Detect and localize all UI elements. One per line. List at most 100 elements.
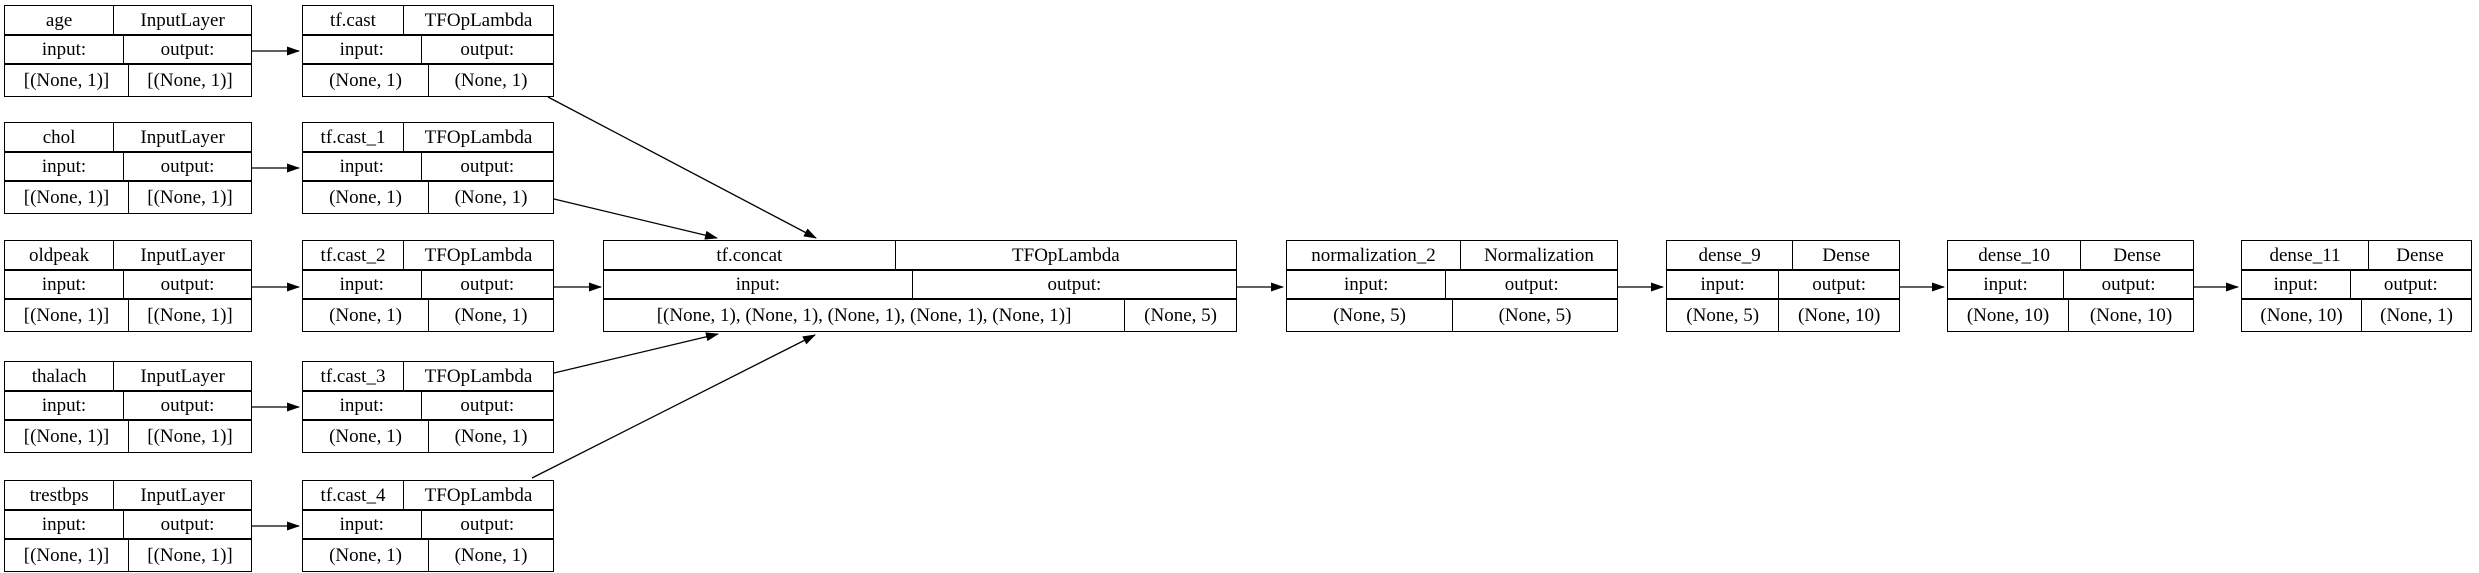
layer-type: TFOpLambda [894,241,1236,269]
input-label: input: [41,514,87,535]
layer-name: trestbps [29,484,89,506]
layer-type: Normalization [1459,241,1617,269]
output-label: output: [911,271,1236,298]
output-shape: [(None, 1)] [128,540,251,571]
output-shape: [(None, 1)] [128,182,251,213]
input-shape: (None, 1) [329,70,402,91]
output-label: output: [420,392,554,419]
layer-type: Dense [2080,241,2193,269]
layer-name: oldpeak [29,244,90,266]
layer-name: tf.cast_3 [320,365,386,387]
layer-name: tf.cast_2 [320,244,386,266]
output-label: output: [1445,271,1617,298]
input-label: input: [41,395,87,416]
output-shape: (None, 1) [428,65,553,96]
output-label: output: [123,153,251,180]
output-label: output: [123,271,251,298]
input-shape: (None, 5) [1333,305,1406,326]
output-label: output: [2063,271,2193,298]
layer-name: chol [42,126,76,148]
node-oldpeak: oldpeak InputLayer input: output: [(None… [4,240,252,332]
output-label: output: [420,511,554,538]
layer-name: dense_11 [2269,244,2341,266]
node-dense_10: dense_10 Dense input: output: (None, 10)… [1947,240,2194,332]
edge-tf_cast-to-tf_concat [547,96,817,239]
layer-name: age [45,9,73,31]
node-tf_cast_4: tf.cast_4 TFOpLambda input: output: (Non… [302,480,554,572]
layer-type: Dense [2367,241,2471,269]
input-label: input: [339,156,384,177]
node-tf_cast_1: tf.cast_1 TFOpLambda input: output: (Non… [302,122,554,214]
input-label: input: [339,274,384,295]
input-label: input: [339,39,384,60]
node-tf_concat: tf.concat TFOpLambda input: output: [(No… [603,240,1237,332]
layer-type: InputLayer [113,6,251,34]
input-label: input: [41,156,87,177]
output-shape: (None, 10) [2068,300,2193,331]
layer-type: TFOpLambda [403,362,553,390]
layer-type: TFOpLambda [403,123,553,151]
layer-type: InputLayer [113,123,251,151]
node-dense_9: dense_9 Dense input: output: (None, 5) (… [1666,240,1900,332]
output-label: output: [420,36,554,63]
layer-type: Dense [1792,241,1899,269]
output-shape: [(None, 1)] [128,65,251,96]
layer-type: TFOpLambda [403,6,553,34]
layer-type: InputLayer [113,481,251,509]
edge-tf_cast_1-to-tf_concat [553,198,718,240]
input-shape: (None, 1) [329,545,402,566]
edge-tf_cast_3-to-tf_concat [553,332,719,374]
output-label: output: [420,271,554,298]
layer-type: InputLayer [113,362,251,390]
layer-name: thalach [31,365,87,387]
layer-name: tf.cast [330,9,376,31]
node-chol: chol InputLayer input: output: [(None, 1… [4,122,252,214]
layer-name: normalization_2 [1311,244,1436,266]
output-label: output: [2349,271,2471,298]
layer-type: InputLayer [113,241,251,269]
input-shape: [(None, 1)] [23,305,110,326]
input-shape: [(None, 1), (None, 1), (None, 1), (None,… [656,305,1072,326]
node-thalach: thalach InputLayer input: output: [(None… [4,361,252,453]
output-shape: (None, 1) [2361,300,2471,331]
output-label: output: [123,511,251,538]
output-label: output: [1778,271,1899,298]
input-shape: [(None, 1)] [23,187,110,208]
input-label: input: [2273,274,2318,295]
output-label: output: [123,392,251,419]
layer-type: TFOpLambda [403,481,553,509]
output-shape: (None, 1) [428,182,553,213]
node-tf_cast_2: tf.cast_2 TFOpLambda input: output: (Non… [302,240,554,332]
input-label: input: [41,39,87,60]
layer-name: tf.cast_1 [320,126,386,148]
output-shape: [(None, 1)] [128,421,251,452]
input-shape: [(None, 1)] [23,545,110,566]
layer-name: dense_9 [1698,244,1761,266]
input-label: input: [1700,274,1745,295]
output-shape: (None, 10) [1778,300,1899,331]
input-shape: (None, 1) [329,187,402,208]
output-shape: (None, 1) [428,300,553,331]
node-dense_11: dense_11 Dense input: output: (None, 10)… [2241,240,2472,332]
layer-name: tf.concat [716,244,783,266]
layer-type: TFOpLambda [403,241,553,269]
input-label: input: [41,274,87,295]
output-shape: [(None, 1)] [128,300,251,331]
input-shape: (None, 1) [329,426,402,447]
input-label: input: [339,395,384,416]
input-label: input: [1344,274,1389,295]
output-shape: (None, 1) [428,540,553,571]
input-label: input: [1983,274,2028,295]
node-age: age InputLayer input: output: [(None, 1)… [4,5,252,97]
input-shape: [(None, 1)] [23,426,110,447]
node-tf_cast_3: tf.cast_3 TFOpLambda input: output: (Non… [302,361,554,453]
output-shape: (None, 1) [428,421,553,452]
node-trestbps: trestbps InputLayer input: output: [(Non… [4,480,252,572]
input-shape: [(None, 1)] [23,70,110,91]
layer-name: dense_10 [1978,244,2051,266]
node-tf_cast: tf.cast TFOpLambda input: output: (None,… [302,5,554,97]
input-label: input: [735,274,781,295]
output-label: output: [420,153,554,180]
output-shape: (None, 5) [1452,300,1617,331]
